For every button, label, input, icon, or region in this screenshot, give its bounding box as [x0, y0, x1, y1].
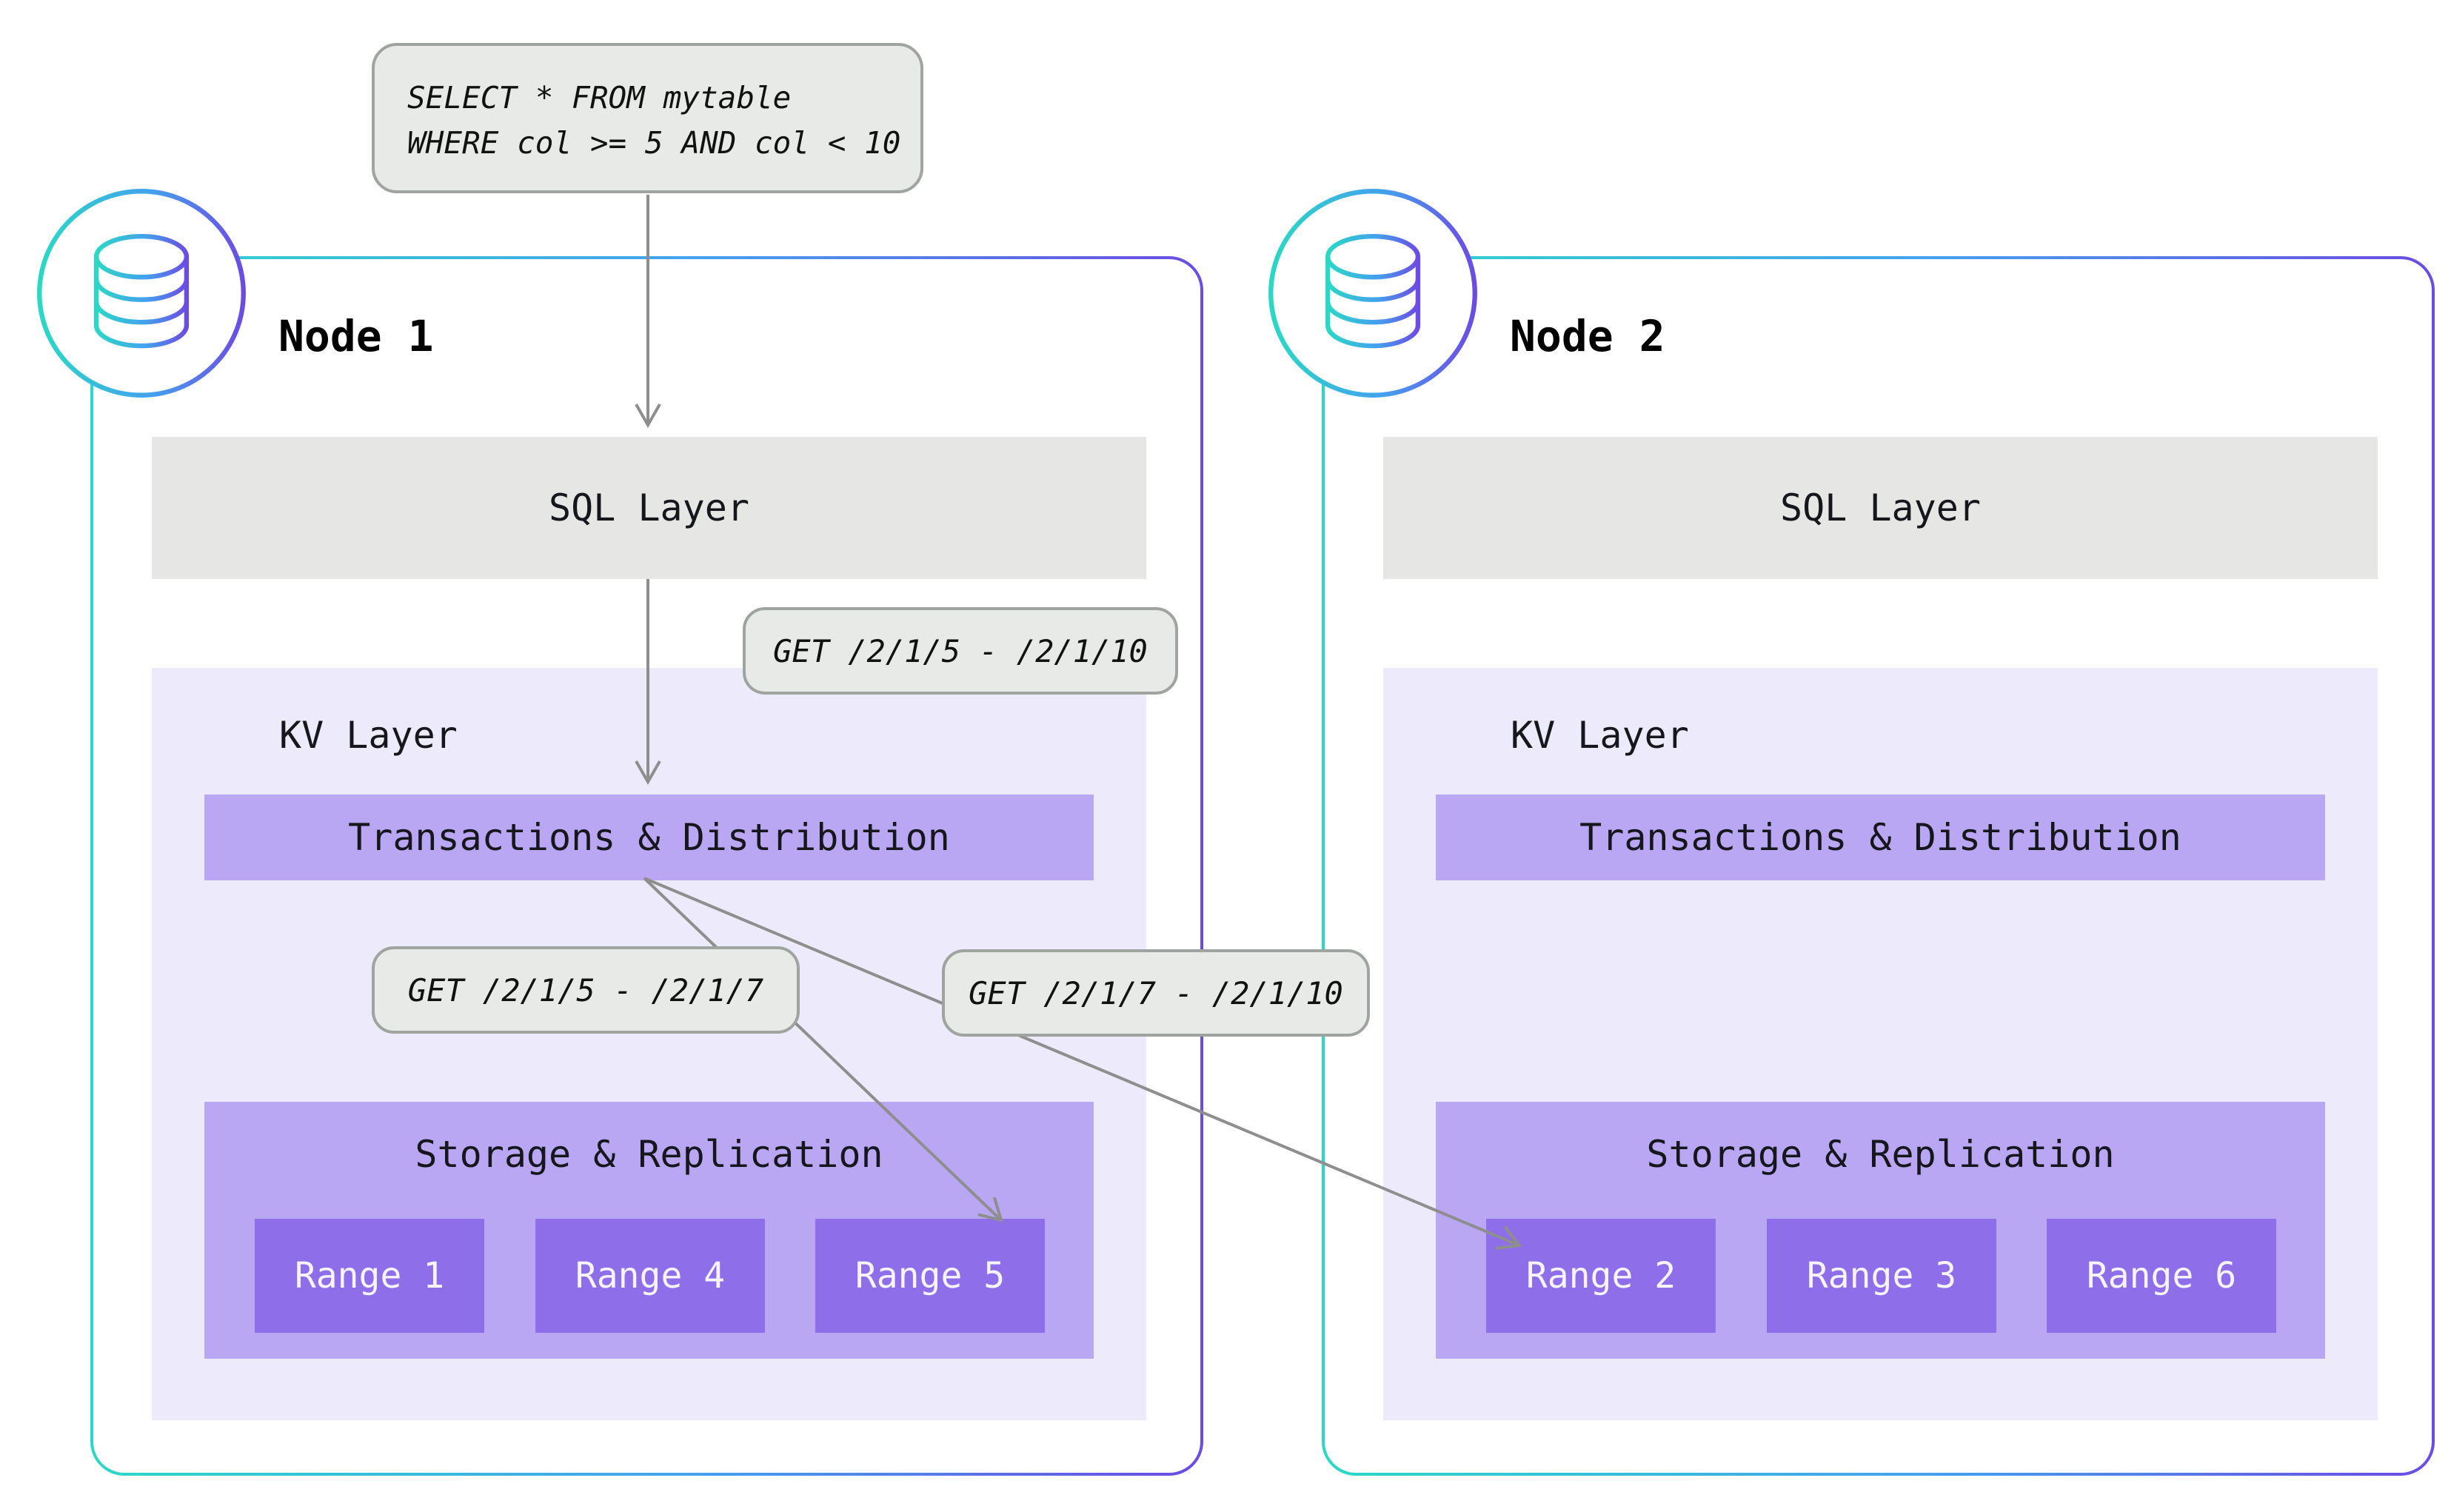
node-2-kv-layer: KV Layer Transactions & Distribution Sto… [1383, 668, 2378, 1420]
node-2-storage-replication: Storage & Replication Range 2 Range 3 Ra… [1436, 1102, 2325, 1359]
node-2-range-6: Range 6 [2047, 1219, 2276, 1333]
sql-query-line-1: SELECT * FROM mytable [407, 80, 792, 116]
get-request-left-bubble: GET /2/1/5 - /2/1/7 [372, 946, 800, 1034]
node-1-sql-layer: SQL Layer [152, 437, 1146, 579]
sql-query-line-2: WHERE col >= 5 AND col < 10 [407, 125, 901, 161]
node-2-range-2: Range 2 [1486, 1219, 1716, 1333]
get-request-right-bubble: GET /2/1/7 - /2/1/10 [942, 949, 1370, 1037]
get-request-full-bubble: GET /2/1/5 - /2/1/10 [743, 607, 1178, 695]
node-1-range-4: Range 4 [535, 1219, 765, 1333]
node-1-transactions-distribution: Transactions & Distribution [204, 795, 1094, 880]
node-1-range-5: Range 5 [815, 1219, 1045, 1333]
node-1-storage-label: Storage & Replication [415, 1133, 883, 1176]
database-icon [1268, 189, 1477, 398]
node-1-title: Node 1 [278, 311, 434, 361]
node-2-kv-layer-label: KV Layer [1511, 714, 1689, 757]
node-2-range-3: Range 3 [1767, 1219, 1996, 1333]
node-1-kv-layer: KV Layer Transactions & Distribution Sto… [152, 668, 1146, 1420]
node-1-storage-replication: Storage & Replication Range 1 Range 4 Ra… [204, 1102, 1094, 1359]
node-2-container: Node 2 SQL Layer KV Layer Transactions &… [1268, 189, 2435, 1476]
node-2-storage-label: Storage & Replication [1646, 1133, 2115, 1176]
node-2-title: Node 2 [1510, 311, 1665, 361]
node-2-transactions-distribution: Transactions & Distribution [1436, 795, 2325, 880]
node-1-range-1: Range 1 [255, 1219, 484, 1333]
node-1-body: Node 1 SQL Layer KV Layer Transactions &… [37, 189, 1200, 1473]
node-2-sql-layer: SQL Layer [1383, 437, 2378, 579]
node-1-kv-layer-label: KV Layer [279, 714, 458, 757]
sql-query-bubble: SELECT * FROM mytable WHERE col >= 5 AND… [372, 43, 923, 193]
node-2-body: Node 2 SQL Layer KV Layer Transactions &… [1268, 189, 2432, 1473]
database-icon [37, 189, 246, 398]
node-1-container: Node 1 SQL Layer KV Layer Transactions &… [37, 189, 1203, 1476]
